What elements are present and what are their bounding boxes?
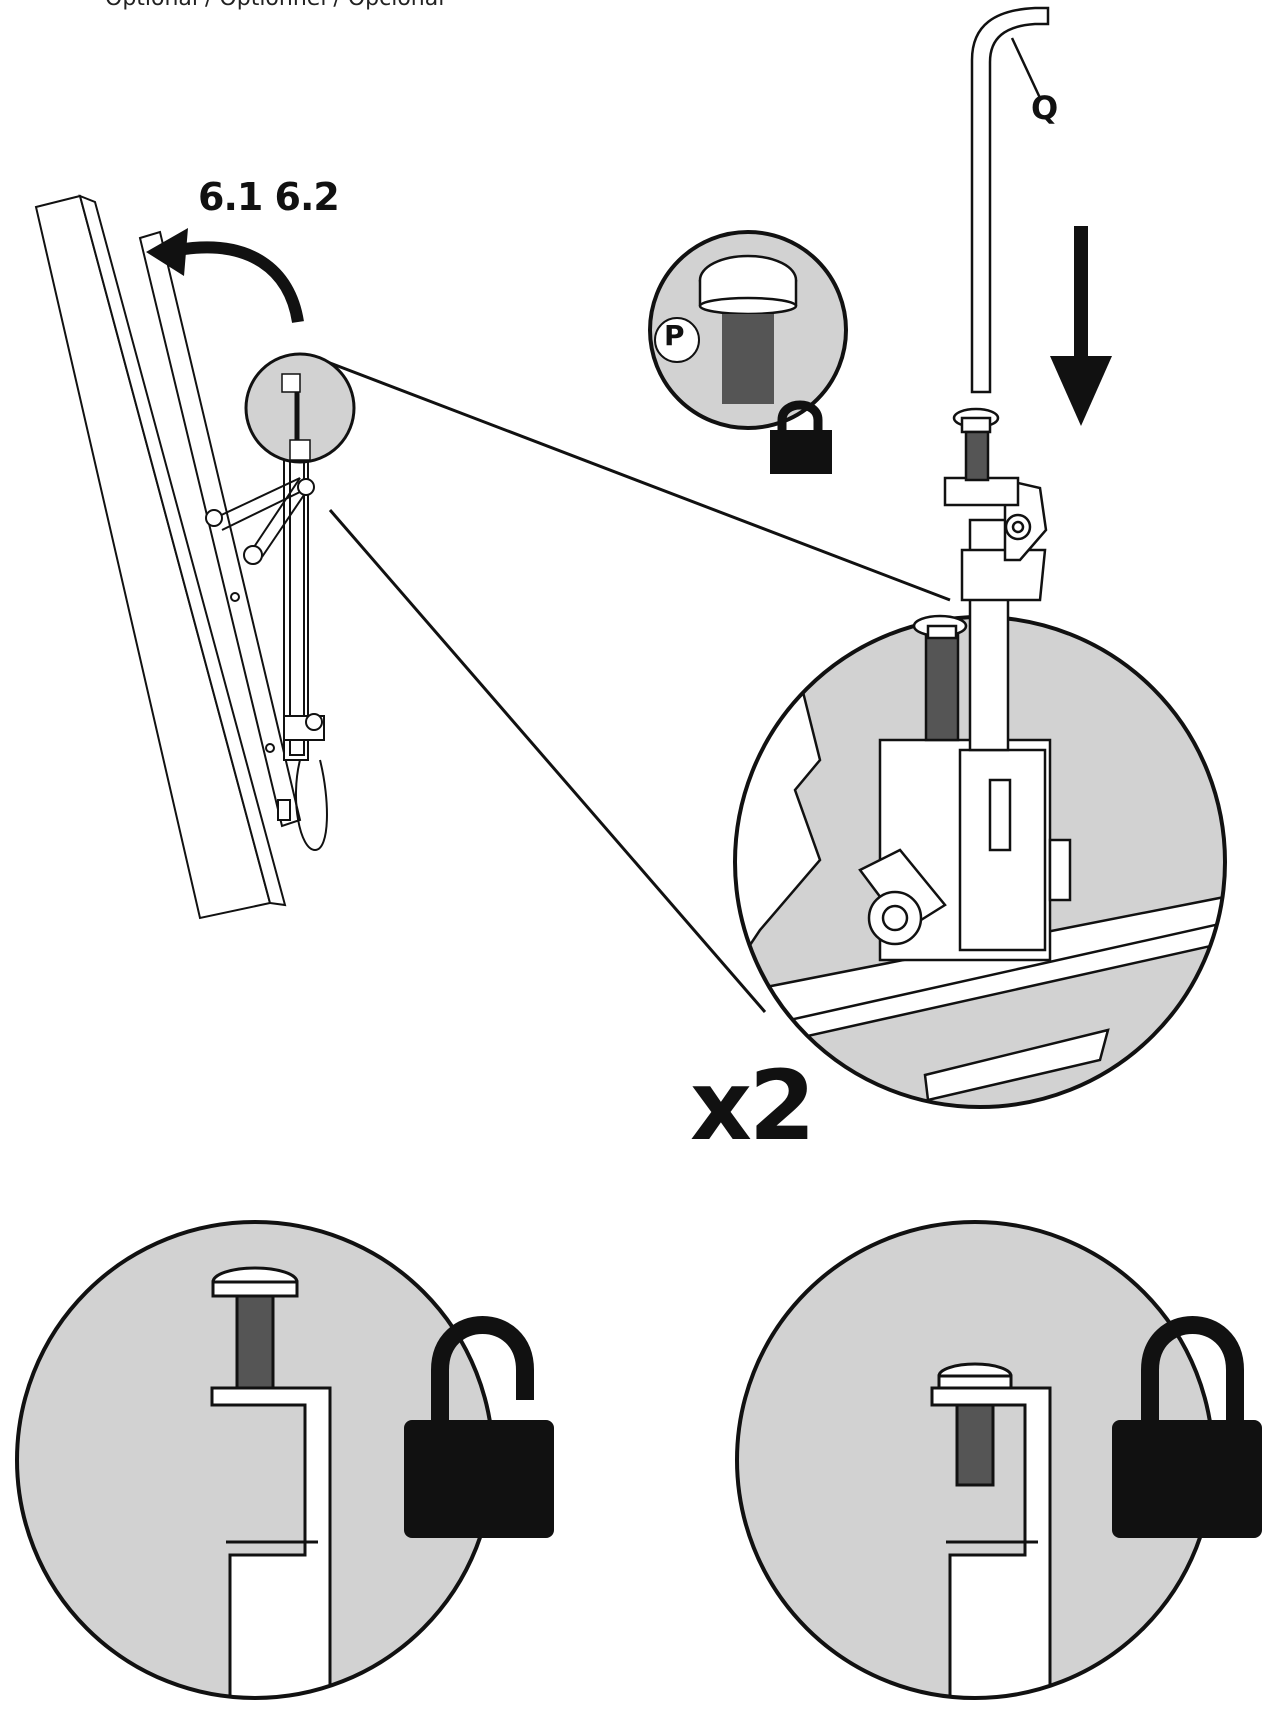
tool-part-label: Q bbox=[1031, 89, 1059, 127]
detail-circle-small bbox=[244, 352, 356, 464]
detail-circle-large bbox=[733, 615, 1227, 1109]
padlock-locked-icon-large bbox=[1112, 1316, 1262, 1538]
curved-arrow-icon bbox=[146, 228, 304, 324]
quantity-label: x2 bbox=[690, 1050, 816, 1162]
arrow-down-icon bbox=[1050, 226, 1112, 426]
hex-key-tool bbox=[970, 6, 1050, 394]
zoom-lines bbox=[328, 361, 951, 1013]
screw-callout bbox=[648, 230, 848, 430]
step-number-label: 6.1 6.2 bbox=[198, 175, 340, 219]
screw-part-label: P bbox=[664, 319, 685, 352]
unlocked-detail-circle bbox=[15, 1220, 495, 1700]
padlock-unlocked-icon bbox=[404, 1316, 554, 1538]
padlock-locked-icon bbox=[770, 400, 832, 474]
optional-caption: Optional / Optionnel / Opcional bbox=[105, 0, 444, 10]
tv-panel bbox=[34, 194, 302, 920]
clamp-assembly bbox=[912, 407, 1048, 752]
